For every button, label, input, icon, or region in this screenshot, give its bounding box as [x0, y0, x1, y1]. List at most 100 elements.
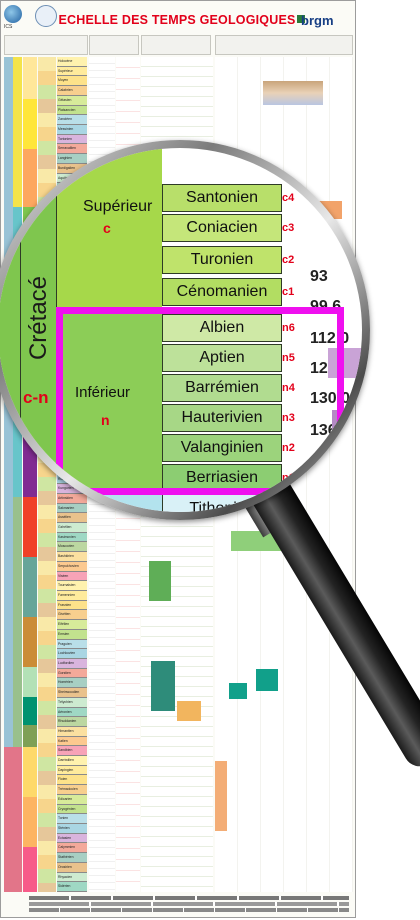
sheet-stage-cell: Katien: [57, 736, 87, 747]
deposit-block: [149, 561, 171, 601]
lens-period-edge: [0, 148, 20, 512]
sheet-stage-cell: Rhuddanien: [57, 717, 87, 727]
stage-hauterivien: Hauterivien: [162, 404, 282, 432]
period-cambrian: [23, 725, 37, 747]
sheet-stage-cell: Sidérien: [57, 882, 87, 892]
sheet-stage-cell: Bashkirien: [57, 552, 87, 562]
sheet-stage-cell: Darriwilien: [57, 756, 87, 766]
period-neogene-upper: [23, 57, 37, 99]
sheet-stage-cell: Floien: [57, 775, 87, 786]
sheet-stage-cell: Sténien: [57, 824, 87, 834]
sheet-stage-cell: Dapingien: [57, 765, 87, 776]
stage-turonien: Turonien: [162, 246, 282, 274]
basin-block: [215, 761, 227, 831]
magnifier-lens: Crétacé c-n Supérieur c Inférieur n Sant…: [0, 148, 362, 512]
ics-logo-icon: [4, 5, 22, 23]
sheet-stage-cell: Gélasien: [57, 95, 87, 106]
stage-cenomanien: Cénomanien: [162, 278, 282, 306]
sheet-stage-cell: Assélien: [57, 513, 87, 524]
sheet-title: ECHELLE DES TEMPS GEOLOGIQUES: [58, 13, 296, 27]
column-header-ages: [89, 35, 139, 55]
sheet-stage-cell: Lochkovien: [57, 649, 87, 659]
sheet-stage-cell: Emsien: [57, 629, 87, 640]
ics-logo-label: ICS: [4, 24, 13, 30]
sheet-stage-cell: Homérien: [57, 678, 87, 689]
epoch-lower-code: n: [101, 412, 110, 428]
period-silurian: [23, 667, 37, 697]
epoch-lower-label: Inférieur: [75, 384, 131, 401]
column-header-units: [4, 35, 88, 55]
column-header-deposits: [141, 35, 211, 55]
basin-block: [229, 683, 247, 699]
stage-code: c2: [282, 254, 295, 266]
sheet-stage-cell: Aéronien: [57, 707, 87, 718]
period-neoproterozoic: [23, 747, 37, 797]
period-code: c-n: [23, 388, 49, 407]
sheet-stage-cell: Plaisancien: [57, 105, 87, 116]
sheet-stage-cell: Ectasien: [57, 833, 87, 844]
sheet-stage-cell: Hirnantien: [57, 726, 87, 737]
stage-barremien: Barrémien: [162, 374, 282, 402]
period-paleoproterozoic: [23, 847, 37, 892]
sheet-stage-cell: Givétien: [57, 610, 87, 621]
sheet-stage-cell: Messinien: [57, 124, 87, 135]
era-column-paleozoic: [13, 497, 22, 747]
brgm-logo-icon: [297, 15, 305, 23]
age-value: 136: [310, 422, 337, 439]
stage-code: c1: [282, 286, 295, 298]
sheet-stage-cell: Télychien: [57, 697, 87, 708]
sheet-stage-cell: Ludfordien: [57, 658, 87, 669]
sheet-stage-cell: Famennien: [57, 591, 87, 601]
sheet-stage-cell: Gzhélien: [57, 523, 87, 533]
stage-tithonien: Tithonien: [162, 494, 282, 512]
sheet-stage-cell: Zancléen: [57, 115, 87, 125]
emblem-icon: [35, 5, 57, 27]
footnote-text: [29, 896, 349, 912]
period-mesoproterozoic: [23, 797, 37, 847]
stage-code: n4: [282, 382, 295, 394]
sheet-stage-cell: Serpukhovien: [57, 561, 87, 572]
sheet-stage-cell: Eifélien: [57, 620, 87, 630]
sheet-stage-cell: Rhyacien: [57, 872, 87, 883]
sheet-stage-cell: Gorstien: [57, 668, 87, 679]
era-column-cenozoic: [13, 57, 22, 207]
stage-code: n3: [282, 412, 295, 424]
stage-code: c4: [282, 192, 295, 204]
section-diagram: [263, 81, 323, 105]
age-value: 93: [310, 268, 328, 285]
stage-code: n1: [282, 472, 295, 484]
brgm-logo: brgm: [301, 13, 334, 28]
eon-column-precambrian: [4, 747, 22, 892]
sheet-stage-cell: Sandbien: [57, 746, 87, 757]
column-header-basins: [215, 35, 353, 55]
basin-block: [256, 669, 278, 691]
period-carboniferous: [23, 557, 37, 617]
stage-code: n5: [282, 352, 295, 364]
sheet-stage-cell: Orosirien: [57, 862, 87, 873]
sheet-stage-cell: Moyen: [57, 76, 87, 87]
deposit-block: [151, 661, 175, 711]
stage-aptien: Aptien: [162, 344, 282, 372]
stage-code: n2: [282, 442, 295, 454]
lens-period-cell: Crétacé c-n: [20, 148, 56, 512]
highlight-frame-lower-cretaceous: [56, 307, 344, 495]
period-devonian: [23, 617, 37, 667]
stage-code: c3: [282, 222, 295, 234]
sheet-stage-cell: Calabrien: [57, 86, 87, 96]
sheet-stage-cell: Praguien: [57, 639, 87, 650]
sheet-stage-cell: Frasnien: [57, 600, 87, 611]
period-ordovician: [23, 697, 37, 725]
sheet-stage-cell: Calymmien: [57, 843, 87, 854]
sheet-stage-cell: Tonien: [57, 814, 87, 825]
stage-berriasien: Berriasien: [162, 464, 282, 492]
epoch-upper-label: Supérieur: [83, 198, 153, 215]
sheet-stage-cell: Holocène: [57, 57, 87, 67]
epoch-upper-code: c: [103, 220, 111, 236]
sheet-stage-cell: Tortonien: [57, 134, 87, 145]
sheet-stage-cell: Stathérien: [57, 853, 87, 863]
sheet-stage-cell: Trémadocien: [57, 785, 87, 795]
sheet-stage-cell: Edicarien: [57, 794, 87, 805]
jurassic-epoch-cell: [56, 493, 162, 512]
sheet-stage-cell: Tournaisien: [57, 581, 87, 591]
period-neogene: [23, 99, 37, 149]
